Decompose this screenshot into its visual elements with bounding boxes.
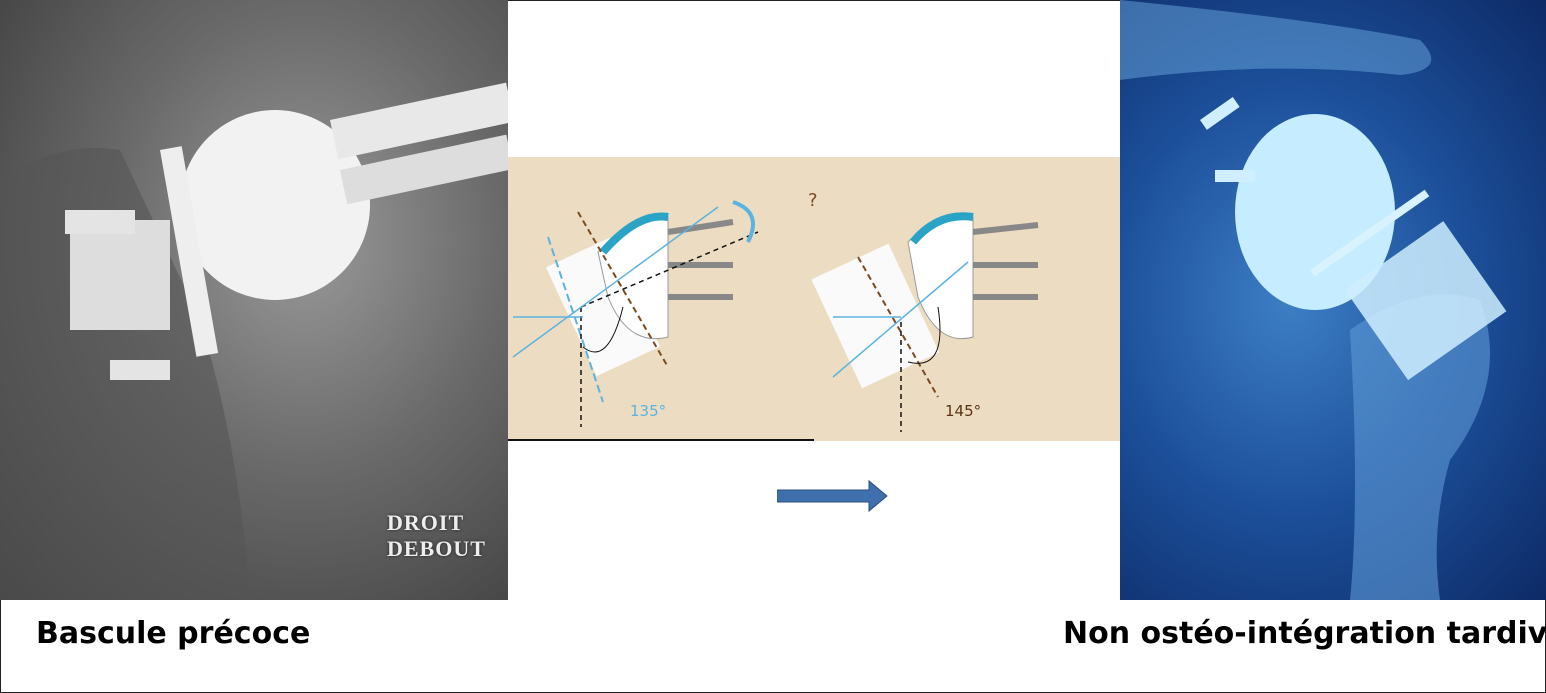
diagram-drawing bbox=[512, 200, 1039, 432]
xray-label-debout: DEBOUT bbox=[387, 536, 486, 561]
angle-after-label: 145° bbox=[945, 402, 982, 420]
xray-orientation-label: DROIT DEBOUT bbox=[387, 510, 486, 562]
xray-right-drawing bbox=[1120, 0, 1507, 600]
xray-early-tilt-image: DROIT DEBOUT bbox=[0, 0, 508, 600]
xray-label-droit: DROIT bbox=[387, 510, 465, 535]
caption-late-nonintegration: Non ostéo-intégration tardive bbox=[1063, 616, 1546, 651]
diagram-underline bbox=[508, 439, 814, 441]
caption-early-tilt: Bascule précoce bbox=[36, 616, 311, 651]
glenoid-angle-diagram bbox=[508, 157, 1120, 441]
xray-left-drawing bbox=[0, 82, 508, 600]
angle-before-label: 135° bbox=[630, 402, 667, 420]
implant-after bbox=[811, 212, 1039, 432]
right-arrow-icon bbox=[776, 479, 889, 518]
question-mark-label: ? bbox=[808, 190, 818, 211]
implant-before bbox=[512, 200, 759, 427]
xray-late-nonintegration-image bbox=[1120, 0, 1546, 600]
